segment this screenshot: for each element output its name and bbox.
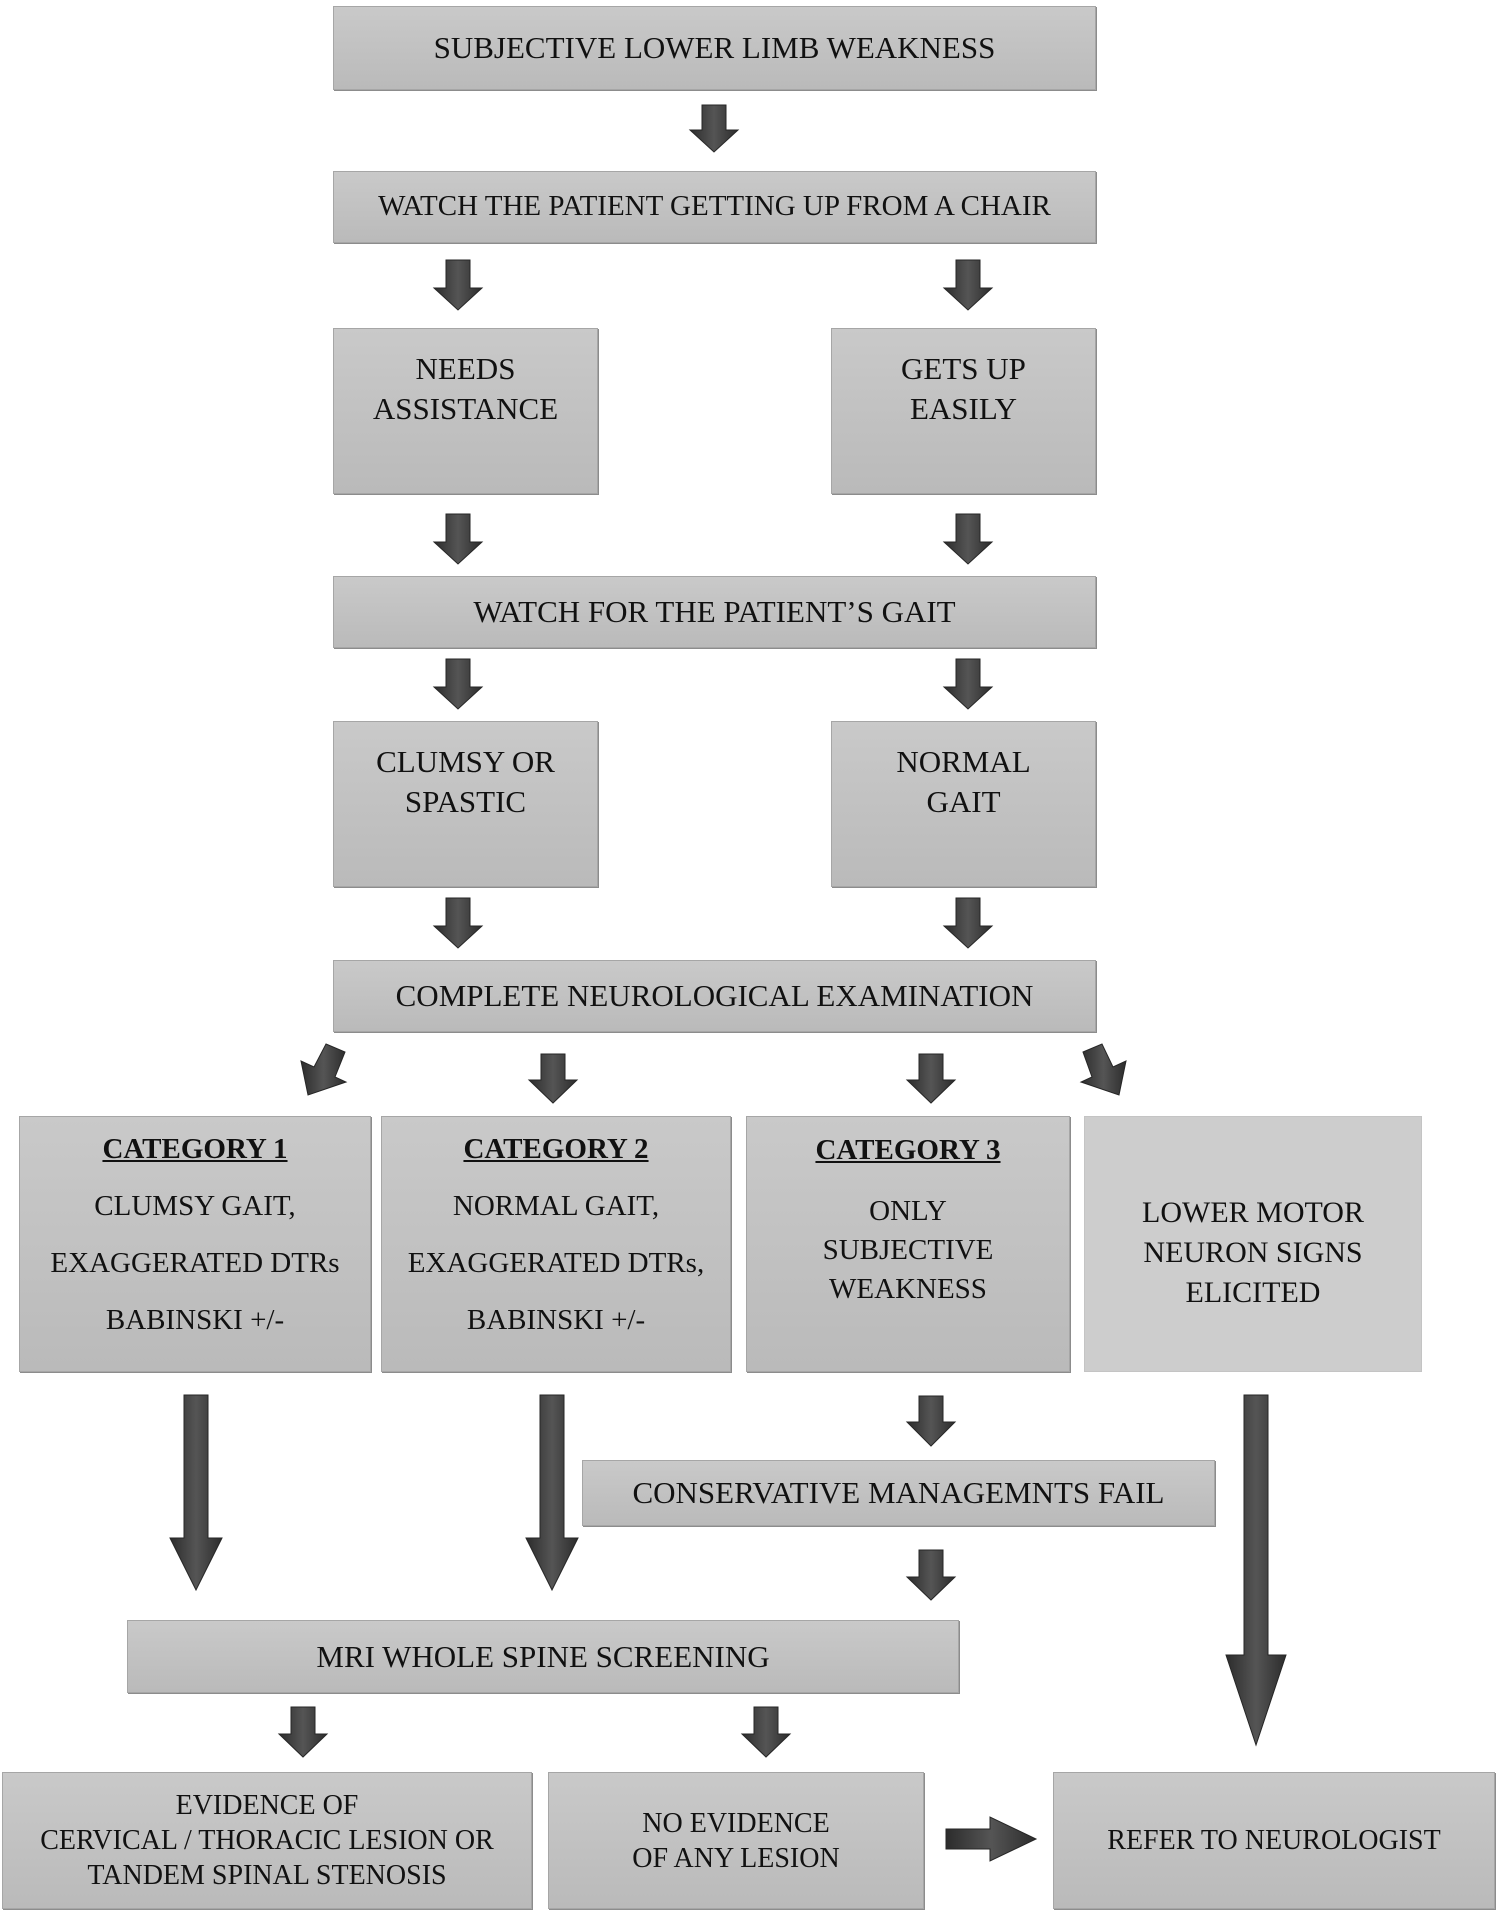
neuro-exam-label: COMPLETE NEUROLOGICAL EXAMINATION [395,978,1034,1014]
category-2-box: CATEGORY 2 NORMAL GAIT, EXAGGERATED DTRs… [381,1116,731,1372]
needs-assistance-line-2: ASSISTANCE [372,390,559,426]
clumsy-spastic-box: CLUMSY OR SPASTIC [333,721,598,887]
category-2-title: CATEGORY 2 [463,1133,649,1165]
arrow-assistance-to-gait [432,513,484,565]
gets-up-easily-line-2: EASILY [909,390,1018,426]
category-3-line-2: SUBJECTIVE [822,1234,994,1267]
arrow-category-1-to-mri [169,1394,223,1592]
watch-gait-box: WATCH FOR THE PATIENT’S GAIT [333,576,1096,648]
category-1-line-3: BABINSKI +/- [105,1304,285,1337]
category-3-line-3: WEAKNESS [829,1273,987,1306]
category-3-box: CATEGORY 3 ONLY SUBJECTIVE WEAKNESS [746,1116,1070,1372]
normal-gait-line-2: GAIT [926,783,1001,819]
clumsy-spastic-line-2: SPASTIC [404,783,527,819]
arrow-gait-to-normal [942,658,994,710]
clumsy-spastic-line-1: CLUMSY OR [376,744,555,779]
arrow-exam-to-category-1 [300,1043,348,1096]
normal-gait-box: NORMAL GAIT [831,721,1096,887]
refer-label: REFER TO NEUROLOGIST [1107,1825,1441,1856]
watch-gait-label: WATCH FOR THE PATIENT’S GAIT [473,594,956,630]
arrow-normal-to-exam [942,897,994,949]
evidence-line-3: TANDEM SPINAL STENOSIS [87,1860,447,1891]
arrow-easily-to-gait [942,513,994,565]
arrow-category-3-to-conservative [905,1395,957,1447]
arrow-mri-to-no-evidence [740,1706,792,1758]
gets-up-easily-box: GETS UP EASILY [831,328,1096,494]
arrow-chair-to-easily [942,259,994,311]
arrow-gait-to-clumsy [432,658,484,710]
evidence-box: EVIDENCE OF CERVICAL / THORACIC LESION O… [2,1772,532,1909]
conservative-fail-label: CONSERVATIVE MANAGEMNTS FAIL [632,1475,1165,1511]
no-evidence-box: NO EVIDENCE OF ANY LESION [548,1772,924,1909]
category-3-title: CATEGORY 3 [815,1134,1001,1166]
start-label: SUBJECTIVE LOWER LIMB WEAKNESS [433,30,996,66]
needs-assistance-line-1: NEEDS [415,351,516,386]
category-1-title: CATEGORY 1 [102,1133,288,1165]
refer-box: REFER TO NEUROLOGIST [1053,1772,1495,1909]
arrow-chair-to-assistance [432,259,484,311]
arrow-exam-to-category-2 [527,1053,579,1104]
category-1-line-1: CLUMSY GAIT, [94,1190,296,1223]
arrow-exam-to-lmn [1079,1043,1127,1096]
mri-box: MRI WHOLE SPINE SCREENING [127,1620,959,1693]
lmn-signs-box: LOWER MOTOR NEURON SIGNS ELICITED [1084,1116,1422,1372]
needs-assistance-box: NEEDS ASSISTANCE [333,328,598,494]
conservative-fail-box: CONSERVATIVE MANAGEMNTS FAIL [582,1460,1215,1526]
category-2-line-1: NORMAL GAIT, [452,1190,660,1223]
arrow-start-to-chair [688,104,740,153]
evidence-line-2: CERVICAL / THORACIC LESION OR [40,1825,494,1856]
neuro-exam-box: COMPLETE NEUROLOGICAL EXAMINATION [333,960,1096,1032]
category-2-line-3: BABINSKI +/- [466,1304,646,1337]
arrow-category-2-to-mri [525,1394,579,1592]
lmn-signs-line-2: NEURON SIGNS [1143,1235,1363,1269]
evidence-line-1: EVIDENCE OF [175,1790,359,1821]
category-1-box: CATEGORY 1 CLUMSY GAIT, EXAGGERATED DTRs… [19,1116,371,1372]
arrow-clumsy-to-exam [432,897,484,949]
no-evidence-line-2: OF ANY LESION [632,1842,840,1874]
arrow-conservative-to-mri [905,1549,957,1601]
category-2-line-2: EXAGGERATED DTRs, [407,1247,705,1280]
no-evidence-line-1: NO EVIDENCE [642,1807,830,1839]
gets-up-easily-line-1: GETS UP [901,351,1026,386]
lmn-signs-line-1: LOWER MOTOR [1142,1196,1364,1229]
arrow-exam-to-category-3 [905,1053,957,1104]
arrow-no-evidence-to-refer [945,1816,1038,1862]
category-3-line-1: ONLY [869,1195,947,1228]
normal-gait-line-1: NORMAL [896,744,1031,779]
mri-label: MRI WHOLE SPINE SCREENING [316,1638,770,1674]
lmn-signs-line-3: ELICITED [1185,1275,1321,1309]
watch-chair-label: WATCH THE PATIENT GETTING UP FROM A CHAI… [378,190,1051,223]
start-box: SUBJECTIVE LOWER LIMB WEAKNESS [333,6,1096,90]
arrow-lmn-to-refer [1225,1394,1287,1747]
arrow-mri-to-evidence [277,1706,329,1758]
category-1-line-2: EXAGGERATED DTRs [50,1247,340,1280]
watch-chair-box: WATCH THE PATIENT GETTING UP FROM A CHAI… [333,171,1096,243]
